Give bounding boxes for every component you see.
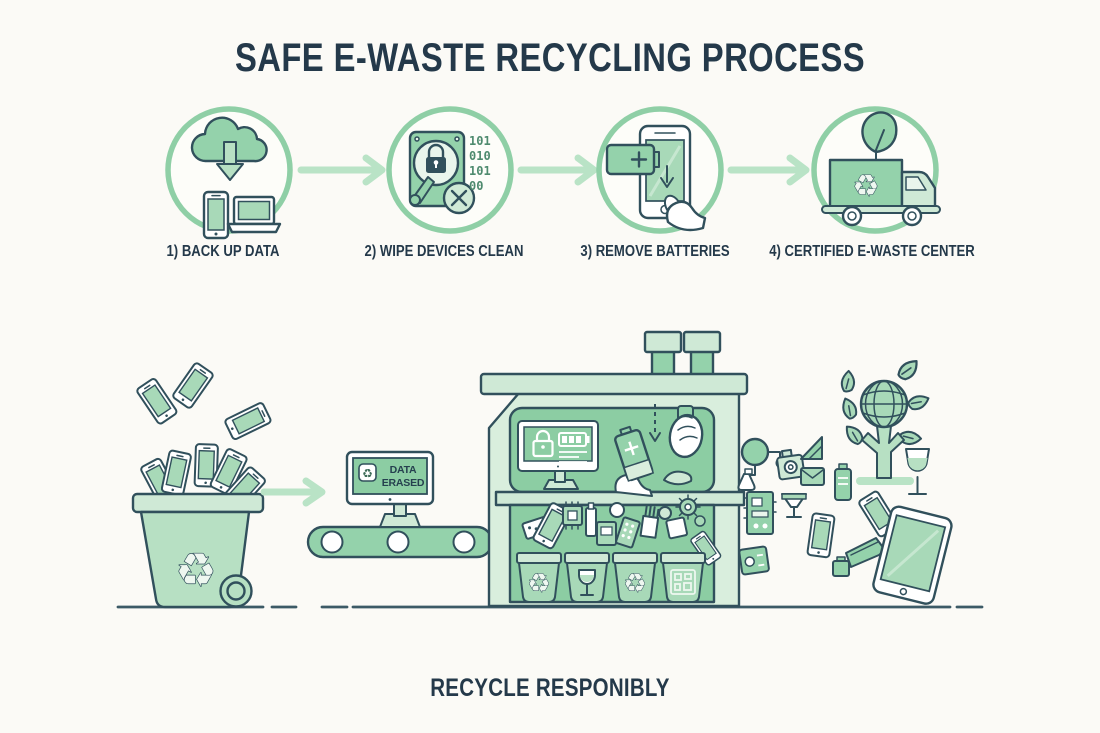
grabber-hand [663, 405, 704, 486]
svg-text:010: 010 [469, 149, 491, 163]
recycle-icon: ♻ [175, 543, 216, 597]
bin-wheel [219, 574, 253, 608]
hand-icon [665, 200, 707, 232]
goblet-icon [781, 493, 807, 518]
machine-chimneys [643, 330, 722, 378]
flow-arrow-1 [297, 154, 386, 186]
recovered-products [737, 357, 953, 605]
step-3-label: 3) REMOVE BATTERIES [580, 243, 730, 260]
chip-icon [562, 501, 583, 530]
recycle-bin: ♻ [131, 492, 265, 609]
step-1-circle [165, 106, 293, 240]
lock-icon [535, 429, 551, 441]
machine-lid [479, 372, 749, 396]
cloud-download-icon [190, 116, 268, 181]
phone-icon [202, 190, 230, 240]
battery-drop [614, 404, 661, 497]
recycle-icon: ♻ [362, 467, 373, 481]
step-2-label: 2) WIPE DEVICES CLEAN [364, 243, 524, 260]
falling-phones [135, 361, 273, 513]
step-2-circle: 101 010 101 00 [386, 106, 514, 234]
step-3-circle [596, 106, 724, 234]
flow-arrow-3 [727, 154, 810, 186]
wine-glass [905, 448, 930, 495]
bin-recyclables: ♻ [516, 552, 562, 603]
flow-arrow-2 [517, 154, 598, 186]
molecule-icon [737, 437, 787, 491]
svg-text:00: 00 [469, 179, 483, 193]
svg-text:101: 101 [469, 164, 491, 178]
sorting-bins: ♻ ♻ [516, 552, 706, 603]
circuit-board-icon [670, 569, 696, 595]
envelope-icon [800, 467, 825, 486]
step-4-label: 4) CERTIFIED E-WASTE CENTER [769, 243, 975, 260]
svg-text:101: 101 [469, 134, 491, 148]
battery-icon [834, 463, 852, 501]
recycle-icon: ♻ [527, 569, 550, 599]
step-4-circle: ♻ [811, 106, 941, 234]
sorting-machine: ♻ ♻ [479, 330, 749, 608]
bin-plastics: ♻ [612, 552, 658, 603]
debris-blob [663, 470, 693, 486]
laptop-icon [226, 195, 282, 234]
step-1-label: 1) BACK UP DATA [166, 243, 280, 260]
footer-tagline: RECYCLE RESPONIBLY [430, 674, 670, 702]
recycle-icon: ♻ [623, 569, 646, 599]
data-erased-monitor: ♻ DATA ERASED [345, 450, 435, 528]
tree-trunk [861, 425, 905, 479]
monitor-text-line1: DATA [390, 464, 417, 476]
page-title: SAFE E-WASTE RECYCLING PROCESS [234, 36, 866, 80]
gear-icon [675, 494, 706, 527]
phone-battery-removal-icon [605, 124, 707, 232]
recycling-truck-icon: ♻ [821, 158, 941, 227]
triangle-icon [800, 436, 823, 460]
globe-tree [835, 357, 931, 485]
calculator-icon [615, 516, 641, 549]
recycle-icon: ♻ [853, 169, 880, 204]
small-battery-icon [832, 556, 850, 577]
tablet [872, 505, 953, 605]
circuit-board-icon [743, 491, 777, 535]
hard-drive-lock-icon [408, 130, 476, 215]
ewaste-debris [521, 494, 723, 567]
bin-glass [564, 552, 610, 603]
machine-monitor [517, 420, 599, 490]
wine-glass-icon [578, 569, 596, 596]
bin-circuit-boards [660, 552, 706, 603]
connector-icon [639, 503, 660, 539]
conveyor-belt [306, 525, 494, 559]
leaf-icon [861, 111, 898, 161]
monitor-text-line2: ERASED [382, 477, 425, 489]
battery-gauge-icon [558, 432, 590, 447]
tree-base [856, 477, 914, 485]
camera-icon [776, 448, 806, 481]
chip-card-icon [738, 545, 770, 576]
conveyor-arrow-icon [260, 477, 326, 507]
binary-code: 101 010 101 00 [469, 134, 491, 193]
